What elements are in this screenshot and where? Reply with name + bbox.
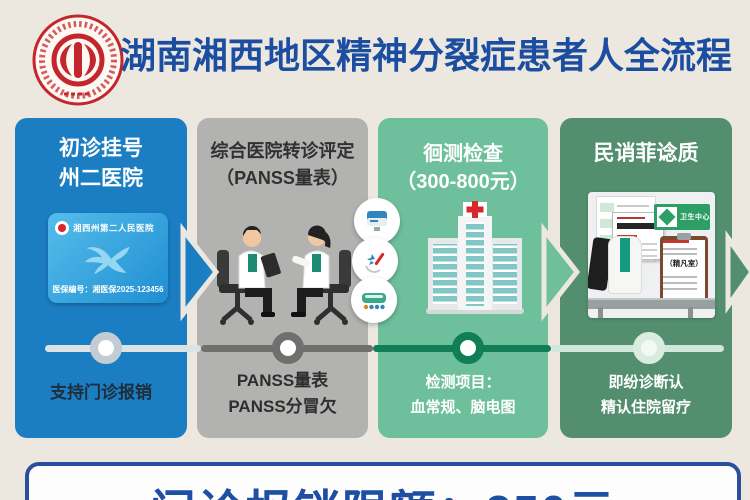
card-number: 医保编号：湘医保2025-123456 [52, 285, 164, 294]
clipboard-label: （精凡室） [665, 259, 703, 268]
sign-label: 卫生中心 [680, 214, 710, 221]
hospital-red-seal-icon [32, 14, 124, 106]
clipboard-document: （精凡室） [660, 233, 708, 304]
page-title: 湖南湘西地区精神分裂症患者人全流程 [119, 35, 732, 76]
step1-caption: 支持门诊报销 [50, 383, 152, 402]
bird-emblem-icon [84, 246, 130, 275]
step1-title: 初诊挂号州二医院 [59, 137, 143, 190]
reimbursement-banner: 门诊报销限额：350元 [25, 462, 741, 500]
doctor-figure [608, 236, 642, 294]
doctors-consult-illustration [217, 225, 351, 325]
insurance-card: 湘西州第二人民医院 医保编号：湘医保2025-123456 [48, 213, 168, 303]
timeline-node-2 [272, 332, 304, 364]
banner-text: 门诊报销限额：350元 [29, 476, 737, 500]
timeline-node-4 [633, 332, 665, 364]
timeline-node-3 [452, 332, 484, 364]
injection-pen-icon [365, 252, 385, 273]
hospital-building-illustration [426, 201, 524, 314]
health-center-sign: 卫生中心 [654, 204, 710, 230]
monitor-device-icon [367, 211, 387, 231]
step2-title: 综合医院转诊评定（PANSS量表） [210, 141, 355, 188]
step3-caption: 检测项目：血常规、脑电图 [410, 374, 516, 416]
chevron-right-icon-1 [180, 222, 220, 322]
step3-title: 徊测检查（300-800元） [396, 143, 530, 193]
step4-caption: 即纷诊断认精认住院留疗 [600, 374, 691, 416]
timeline-segment-1 [45, 345, 201, 352]
chevron-right-icon-2 [541, 222, 581, 322]
connector-circle-2 [352, 238, 398, 284]
connector-circle-1 [354, 198, 400, 244]
card-hospital-logo-icon [55, 221, 69, 235]
step4-title: 民诮菲谂质 [593, 142, 699, 165]
desk [588, 298, 715, 309]
analyzer-device-icon [362, 293, 386, 310]
desk-scene-illustration: 卫生中心 （精凡室） [588, 192, 715, 318]
timeline-node-1 [90, 332, 122, 364]
chevron-right-icon-3 [725, 230, 750, 314]
connector-circle-3 [351, 277, 397, 323]
green-cross-icon [657, 207, 677, 227]
red-cross-icon [466, 201, 484, 218]
card-hospital-name: 湘西州第二人民医院 [73, 223, 155, 233]
